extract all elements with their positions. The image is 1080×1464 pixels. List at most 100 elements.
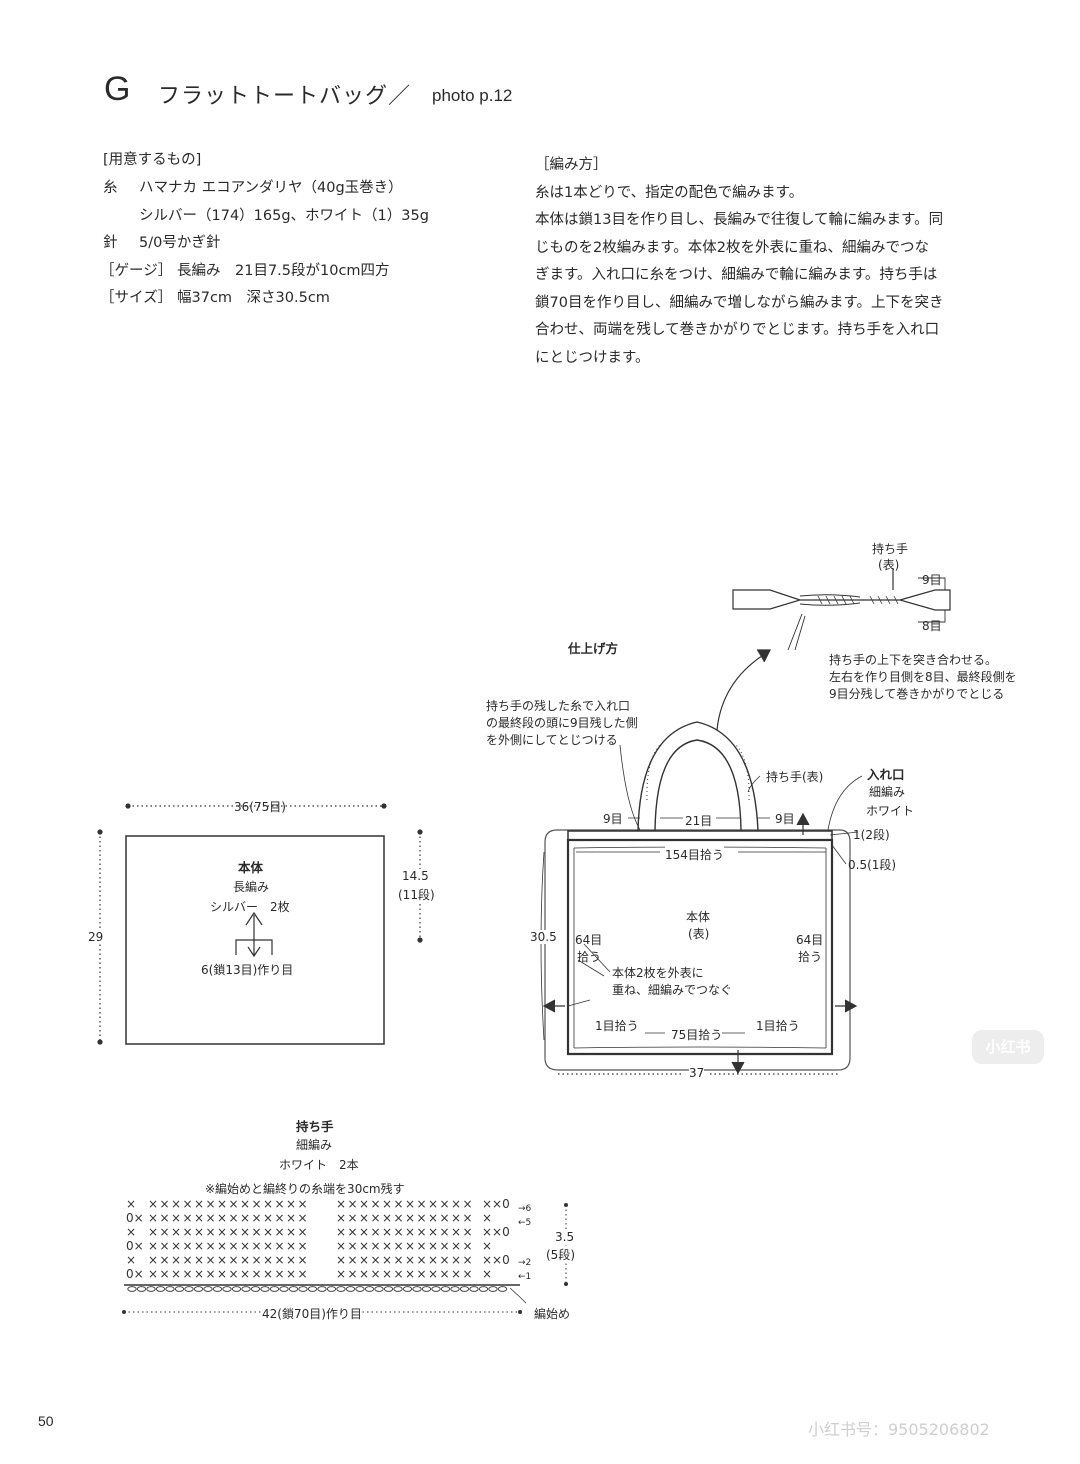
single-crochet-symbol: ×	[183, 1197, 193, 1211]
single-crochet-symbol: ×	[229, 1267, 239, 1281]
single-crochet-symbol: ×	[217, 1267, 227, 1281]
chain-stitch-symbol	[355, 1286, 365, 1292]
single-crochet-symbol: ×	[252, 1267, 262, 1281]
single-crochet-symbol: ×	[229, 1197, 239, 1211]
single-crochet-symbol: ×	[428, 1239, 438, 1253]
single-crochet-symbol: ×	[217, 1239, 227, 1253]
row-number-labels: →6 ←5 →4 ←3 →2 ←1	[518, 1204, 532, 1282]
pick-154: 154目拾う	[665, 846, 724, 863]
body-width-label: 36(75目)	[234, 800, 286, 814]
single-crochet-symbol: ×	[298, 1267, 308, 1281]
single-crochet-symbol: ×	[148, 1225, 158, 1239]
handle-note: ※編始めと編終りの糸端を30cm残す	[205, 1182, 405, 1196]
edge-rows: 0.5(1段)	[848, 858, 897, 872]
single-crochet-symbol: ×	[217, 1211, 227, 1225]
single-crochet-symbol: ×	[229, 1211, 239, 1225]
opening-stitch: 細編み	[869, 785, 906, 799]
chain-stitch-symbol	[203, 1286, 213, 1292]
single-crochet-symbol: ×	[126, 1253, 136, 1267]
single-crochet-symbol: ×	[275, 1239, 285, 1253]
label-nine-left: 9目	[603, 812, 623, 826]
single-crochet-symbol: ×	[451, 1253, 461, 1267]
method-line: 糸は1本どりで、指定の配色で編みます。	[535, 184, 804, 201]
single-crochet-symbol: ×	[148, 1267, 158, 1281]
method-line: じものを2枚編みます。本体2枚を外表に重ね、細編みでつな	[535, 239, 929, 256]
single-crochet-symbol: ×	[371, 1239, 381, 1253]
single-crochet-symbol: ×	[275, 1197, 285, 1211]
single-crochet-symbol: ×	[194, 1253, 204, 1267]
single-crochet-symbol: ×	[348, 1239, 358, 1253]
single-crochet-symbol: ×	[286, 1267, 296, 1281]
row-label: 1	[525, 1271, 532, 1282]
single-crochet-symbol: ×	[240, 1197, 250, 1211]
single-crochet-symbol: ×	[451, 1225, 461, 1239]
page-number: 50	[38, 1413, 54, 1429]
single-crochet-symbol: ×	[275, 1211, 285, 1225]
single-crochet-symbol: ×	[160, 1267, 170, 1281]
single-crochet-symbol: ×	[405, 1225, 415, 1239]
yarn-name: ハマナカ エコアンダリヤ（40g玉巻き）	[139, 180, 403, 196]
hook-size: 5/0号かぎ針	[139, 235, 221, 251]
single-crochet-symbol: ×	[275, 1225, 285, 1239]
fold-nine: 9目	[922, 573, 942, 587]
single-crochet-symbol: ×	[371, 1197, 381, 1211]
single-crochet-symbol: ×	[286, 1211, 296, 1225]
chain-stitch-symbol	[421, 1286, 432, 1292]
gauge-label: ［ゲージ］	[100, 263, 173, 279]
single-crochet-symbol: ×	[428, 1253, 438, 1267]
single-crochet-symbol: ×	[194, 1197, 204, 1211]
chain-stitch-symbol	[440, 1286, 451, 1292]
single-crochet-symbol: ×	[359, 1225, 369, 1239]
chain-stitch-symbol	[383, 1286, 394, 1292]
single-crochet-symbol: ×	[428, 1267, 438, 1281]
label-nine-right: 9目	[775, 812, 795, 826]
join-note-1: 本体2枚を外表に	[612, 966, 704, 980]
single-crochet-symbol: ×	[440, 1253, 450, 1267]
left-pick-64-b: 拾う	[577, 950, 602, 964]
handle-width-label: 42(鎖70目)作り目	[262, 1305, 362, 1322]
method-line: 本体は鎖13目を作り目し、長編みで往復して輪に編みます。同	[535, 212, 944, 228]
bag-handle	[637, 721, 759, 832]
single-crochet-symbol: ×	[348, 1197, 358, 1211]
method-line: 鎖70目を作り目し、細編みで増しながら編みます。上下を突き	[535, 294, 944, 311]
chain-stitch-symbol	[345, 1286, 356, 1292]
body-title: 本体	[238, 860, 264, 875]
single-crochet-symbol: ×	[359, 1197, 369, 1211]
single-crochet-symbol: ×	[194, 1211, 204, 1225]
single-crochet-symbol: ×	[382, 1267, 392, 1281]
fold-note-3: 9目分残して巻きかがりでとじる	[829, 687, 1005, 701]
fold-eight: 8目	[922, 619, 942, 633]
method-line: 合わせ、両端を残して巻きかがりでとじます。持ち手を入れ口	[535, 322, 940, 338]
single-crochet-symbol: ×	[252, 1197, 262, 1211]
single-crochet-symbol: ×	[359, 1253, 369, 1267]
single-crochet-symbol: ×	[206, 1211, 216, 1225]
single-crochet-symbol: ×	[336, 1197, 346, 1211]
single-crochet-symbol: ×	[263, 1239, 273, 1253]
single-crochet-symbol: ×	[382, 1211, 392, 1225]
chain-stitch-symbol	[136, 1286, 147, 1292]
single-crochet-symbol: ×	[451, 1267, 461, 1281]
single-crochet-symbol: ×	[194, 1267, 204, 1281]
attach-note-1: 持ち手の残した糸で入れ口	[486, 699, 631, 713]
single-crochet-symbol: ×	[194, 1225, 204, 1239]
single-crochet-symbol: ×	[336, 1267, 346, 1281]
single-crochet-symbol: ×	[405, 1211, 415, 1225]
materials-heading: [用意するもの]	[103, 152, 202, 168]
handle-outside-label: 持ち手(表)	[766, 770, 824, 784]
attach-note-3: を外側にしてとじつける	[486, 733, 618, 747]
single-crochet-symbol: ×	[382, 1253, 392, 1267]
single-crochet-symbol: ×	[482, 1211, 492, 1225]
single-crochet-symbol: ×	[428, 1197, 438, 1211]
left-pick-64: 64目	[575, 933, 603, 947]
single-crochet-symbol: ×	[286, 1253, 296, 1267]
single-crochet-symbol: ×	[348, 1225, 358, 1239]
single-crochet-symbol: ×	[217, 1253, 227, 1267]
pick-1-left: 1目拾う	[595, 1019, 639, 1033]
chain-stitch-symbol	[459, 1286, 470, 1292]
finishing-title: 仕上げ方	[568, 641, 619, 656]
yarn-colors: シルバー（174）165g、ホワイト（1）35g	[139, 208, 429, 224]
handle-start-label: 編始め	[534, 1307, 571, 1321]
fold-handle-title: 持ち手	[872, 542, 909, 556]
handle-height: 3.5	[555, 1230, 575, 1244]
single-crochet-symbol: ×	[126, 1225, 136, 1239]
